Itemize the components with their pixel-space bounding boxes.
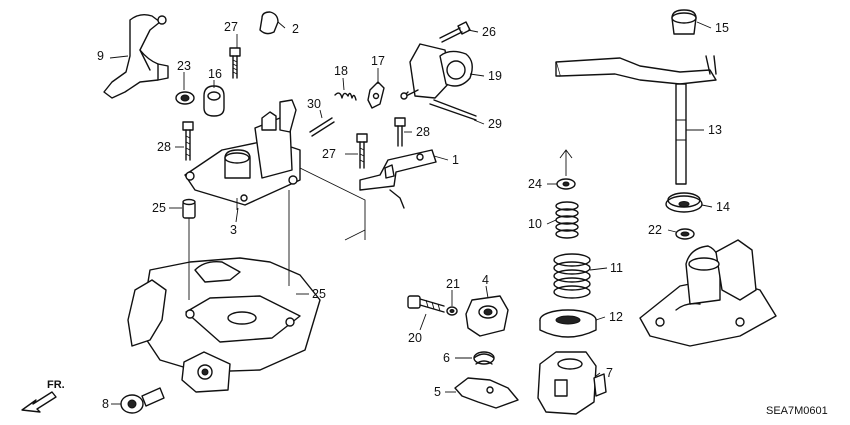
callout-3: 3 bbox=[230, 223, 237, 237]
part-9-lever bbox=[103, 13, 169, 99]
callout-27-upper: 27 bbox=[224, 20, 238, 34]
part-30-pin bbox=[309, 117, 335, 137]
callout-21: 21 bbox=[446, 277, 460, 291]
part-21-washer bbox=[446, 306, 458, 316]
part-20-bolt bbox=[407, 295, 445, 313]
callout-17: 17 bbox=[371, 54, 385, 68]
reference-code: SEA7M0601 bbox=[766, 405, 828, 417]
part-17-detent-arm bbox=[367, 81, 385, 109]
part-5-fork-piece bbox=[454, 377, 519, 409]
callout-5: 5 bbox=[434, 385, 441, 399]
callout-10: 10 bbox=[528, 217, 542, 231]
direction-label: FR. bbox=[47, 379, 65, 391]
callout-20: 20 bbox=[408, 331, 422, 345]
callout-24: 24 bbox=[528, 177, 542, 191]
transmission-case bbox=[127, 257, 321, 393]
part-27-bolt-upper bbox=[229, 47, 241, 79]
callout-29: 29 bbox=[488, 117, 502, 131]
part-15-cap bbox=[671, 9, 697, 35]
callout-28-left: 28 bbox=[157, 140, 171, 154]
part-29-cable bbox=[429, 99, 477, 121]
front-direction-arrow: FR. bbox=[21, 379, 65, 413]
part-28-bolt-right bbox=[394, 117, 406, 147]
part-26-bolt bbox=[439, 21, 471, 43]
callout-13: 13 bbox=[708, 123, 722, 137]
part-27-bolt-lower bbox=[356, 133, 368, 169]
part-4-block bbox=[465, 295, 509, 337]
callout-18: 18 bbox=[334, 64, 348, 78]
part-23-washer bbox=[175, 91, 195, 105]
part-18-spring bbox=[334, 92, 357, 101]
callout-22: 22 bbox=[648, 223, 662, 237]
part-28-bolt-left bbox=[182, 121, 194, 161]
callout-12: 12 bbox=[609, 310, 623, 324]
part-12-seal bbox=[539, 309, 597, 338]
callout-28-right: 28 bbox=[416, 125, 430, 139]
part-7-fork-block bbox=[537, 351, 607, 415]
alignment-lines bbox=[188, 167, 366, 300]
callout-26: 26 bbox=[482, 25, 496, 39]
callout-23: 23 bbox=[177, 59, 191, 73]
part-3-housing bbox=[184, 99, 301, 206]
callout-labels: 2 27 9 16 23 30 18 17 26 19 29 28 1 27 2… bbox=[97, 20, 730, 411]
callout-16: 16 bbox=[208, 67, 222, 81]
lower-right-housing bbox=[639, 239, 777, 347]
part-1-bracket bbox=[359, 149, 437, 209]
part-19-actuator bbox=[400, 43, 473, 100]
part-6-spring bbox=[473, 351, 495, 365]
callout-8: 8 bbox=[102, 397, 109, 411]
part-24-washer bbox=[556, 149, 576, 190]
callout-25-lower: 25 bbox=[312, 287, 326, 301]
part-10-spring bbox=[555, 201, 579, 239]
callout-2: 2 bbox=[292, 22, 299, 36]
part-25-dowel-upper bbox=[182, 198, 196, 219]
part-8-drain-bolt bbox=[120, 387, 165, 414]
callout-11: 11 bbox=[610, 261, 623, 275]
callout-14: 14 bbox=[716, 200, 730, 214]
callout-4: 4 bbox=[482, 273, 489, 287]
part-14-spring-clip bbox=[665, 192, 703, 213]
callout-19: 19 bbox=[488, 69, 502, 83]
callout-15: 15 bbox=[715, 21, 729, 35]
part-2-pin-cap bbox=[259, 11, 279, 35]
callout-9: 9 bbox=[97, 49, 104, 63]
callout-27-lower: 27 bbox=[322, 147, 336, 161]
callout-1: 1 bbox=[452, 153, 459, 167]
callout-leaders bbox=[109, 21, 713, 405]
part-11-spring bbox=[553, 253, 591, 299]
part-13-shift-rod bbox=[555, 55, 717, 185]
part-16-bushing bbox=[203, 85, 225, 117]
callout-25-upper: 25 bbox=[152, 201, 166, 215]
part-22-washer bbox=[675, 228, 695, 240]
callout-30: 30 bbox=[307, 97, 321, 111]
callout-6: 6 bbox=[443, 351, 450, 365]
callout-7: 7 bbox=[606, 366, 613, 380]
